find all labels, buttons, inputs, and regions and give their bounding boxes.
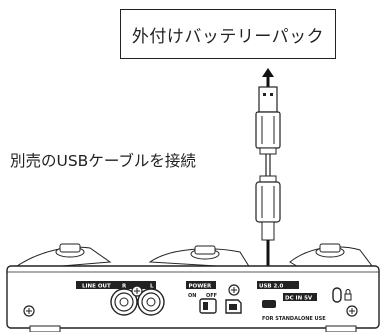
channel-r-label: R (122, 284, 127, 290)
ground-screw-icon (131, 285, 143, 297)
line-out-label-bar (76, 281, 156, 289)
usb-b-port (225, 299, 242, 314)
usb-port-screw-icon (228, 284, 240, 296)
usb-cable-label: 別売のUSBケーブルを接続 (10, 152, 196, 170)
rca-jack-l (137, 288, 165, 316)
usb-a-plug (255, 86, 281, 155)
power-label-bar (186, 281, 216, 289)
rca-jack-r (110, 288, 138, 316)
upward-arrow (262, 68, 274, 88)
usb-cable (265, 154, 271, 176)
usb-port-label: USB 2.0 (259, 284, 283, 290)
dc-in-port (262, 300, 276, 308)
device-top-surface (13, 243, 377, 271)
lock-icon (344, 289, 352, 301)
security-slot-icon (332, 287, 342, 303)
device-rear-panel (6, 265, 380, 332)
battery-pack-label: 外付けバッテリーパック (131, 26, 325, 47)
power-label: POWER (189, 284, 213, 290)
battery-pack-callout: 外付けバッテリーパック (120, 9, 336, 59)
standalone-label: FOR STANDALONE USE (262, 316, 326, 322)
dc-in-label-bar (283, 293, 317, 301)
channel-l-label: L (150, 284, 154, 290)
line-out-label: LINE OUT (82, 284, 111, 290)
screw-icon-left (23, 305, 35, 317)
power-on-label: ON (188, 293, 196, 299)
screw-icon-right (346, 305, 358, 317)
dc-in-label: DC IN 5V (285, 296, 313, 302)
usb-port-label-bar (257, 281, 299, 289)
usb-b-plug (255, 175, 281, 241)
power-switch (199, 298, 217, 314)
power-off-label: OFF (206, 293, 217, 299)
